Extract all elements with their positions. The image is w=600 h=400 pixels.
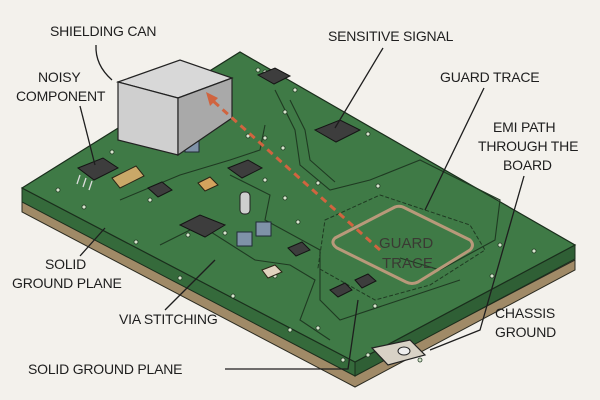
label-guard-trace-board-2: TRACE <box>382 255 433 272</box>
chip-large <box>178 214 227 238</box>
diode-2 <box>354 273 377 289</box>
capacitor-blue-2 <box>255 221 272 237</box>
capacitor-cylinder <box>239 191 251 215</box>
label-noisy-component-1: NOISY <box>38 69 81 85</box>
via-stitching <box>55 67 537 363</box>
label-emi-path-2: THROUGH THE <box>478 138 578 154</box>
chip-top <box>256 67 292 85</box>
label-solid-ground-plane-bottom: SOLID GROUND PLANE <box>28 361 182 377</box>
label-emi-path-1: EMI PATH <box>493 119 555 135</box>
diode <box>329 282 353 298</box>
label-via-stitching: VIA STITCHING <box>119 311 218 327</box>
resistor-beige <box>261 264 283 279</box>
guard-trace-ring <box>331 204 474 285</box>
label-chassis-ground-1: CHASSIS <box>495 305 555 321</box>
label-chassis-ground-2: GROUND <box>495 324 556 340</box>
chip-sensitive <box>313 119 362 143</box>
emi-arrowhead <box>206 92 218 106</box>
label-guard-trace-board-1: GUARD <box>379 235 433 252</box>
transistor <box>287 241 311 257</box>
chip-small <box>147 181 173 198</box>
label-shielding-can: SHIELDING CAN <box>50 23 156 39</box>
labels: SHIELDING CAN NOISY COMPONENT SENSITIVE … <box>12 23 578 377</box>
chassis-ground-tab <box>370 339 427 366</box>
traces <box>119 89 501 341</box>
resistor-large <box>111 165 145 189</box>
capacitor-blue-1 <box>236 231 253 247</box>
chip-middle <box>226 159 264 179</box>
label-noisy-component-2: COMPONENT <box>16 88 106 104</box>
outer-guard-trace <box>317 194 486 301</box>
label-sensitive-signal: SENSITIVE SIGNAL <box>328 28 454 44</box>
resistor-small <box>197 176 219 192</box>
label-solid-ground-plane-left-1: SOLID <box>45 256 86 272</box>
label-emi-path-3: BOARD <box>503 157 552 173</box>
emi-path-arrow <box>211 98 381 252</box>
screw-hole-icon <box>397 346 411 356</box>
label-solid-ground-plane-left-2: GROUND PLANE <box>12 275 122 291</box>
label-guard-trace: GUARD TRACE <box>440 69 539 85</box>
leader-lines <box>79 44 525 370</box>
shielding-can <box>115 59 234 157</box>
